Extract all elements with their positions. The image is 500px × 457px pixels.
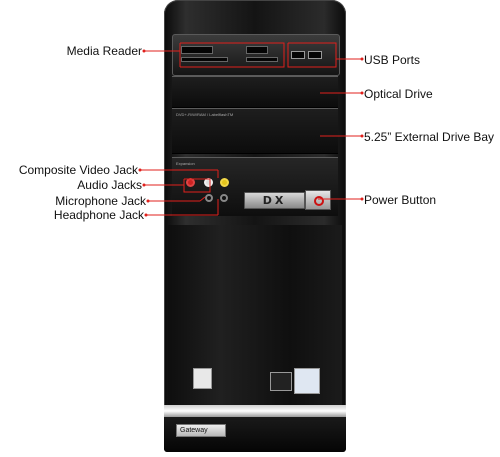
label-optical-drive: Optical Drive — [364, 87, 433, 101]
headphone-jack — [220, 194, 228, 202]
power-icon — [314, 196, 324, 206]
windows-sticker — [193, 368, 212, 389]
label-headphone-jack: Headphone Jack — [53, 208, 144, 222]
label-microphone-jack: Microphone Jack — [55, 194, 146, 208]
nvidia-sticker — [270, 372, 292, 391]
expansion-label: Expansion — [176, 161, 195, 166]
usb-port-1 — [291, 51, 305, 59]
media-reader-slot-3 — [181, 57, 228, 62]
microphone-jack — [205, 194, 213, 202]
media-reader-slot-2 — [246, 46, 268, 54]
label-media-reader: Media Reader — [66, 44, 142, 58]
media-reader-slot-4 — [246, 57, 278, 62]
intel-sticker — [294, 368, 320, 394]
label-power-button: Power Button — [364, 193, 437, 207]
power-button — [305, 190, 331, 210]
gateway-badge: Gateway — [176, 424, 226, 437]
label-composite-video-jack: Composite Video Jack — [18, 163, 138, 177]
label-external-drive-bay: 5.25” External Drive Bay — [364, 130, 495, 144]
optical-drive-bay — [172, 76, 338, 108]
silver-trim — [164, 405, 346, 417]
label-audio-jacks: Audio Jacks — [77, 178, 142, 192]
usb-port-2 — [308, 51, 322, 59]
label-usb-ports: USB Ports — [364, 53, 421, 67]
desktop-tower: DVD+-R/W/RAM / LabelflashTM Expansion DX… — [164, 0, 346, 452]
model-badge: DX — [244, 192, 305, 209]
media-reader-slot-1 — [181, 46, 213, 54]
external-drive-bay: DVD+-R/W/RAM / LabelflashTM — [172, 108, 338, 154]
optical-drive-label: DVD+-R/W/RAM / LabelflashTM — [176, 112, 234, 117]
composite-video-jack — [220, 178, 229, 187]
